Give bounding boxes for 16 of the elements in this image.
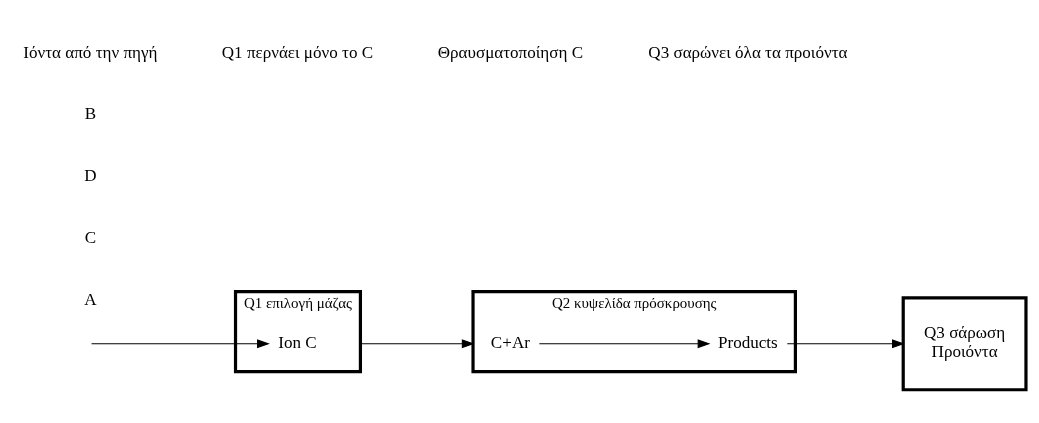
arrow xyxy=(538,338,710,348)
label: Q1 περνάει μόνο το C xyxy=(221,42,373,62)
label: Q3 σαρώνει όλα τα προιόντα xyxy=(647,42,847,62)
arrow xyxy=(359,338,475,348)
label: B xyxy=(84,103,96,123)
label: C xyxy=(84,227,96,247)
label: D xyxy=(83,165,97,185)
arrow xyxy=(786,338,905,348)
label: Θραυσματοποίηση C xyxy=(437,42,583,62)
node-text: Products xyxy=(717,332,778,352)
node-text: Ion C xyxy=(277,332,317,352)
node-text: C+Ar xyxy=(490,332,530,352)
arrow xyxy=(90,338,270,348)
node-box: Q3 σάρωση Προιόντα xyxy=(901,295,1028,391)
label: A xyxy=(83,289,97,309)
label: Ιόντα από την πηγή xyxy=(22,42,157,62)
